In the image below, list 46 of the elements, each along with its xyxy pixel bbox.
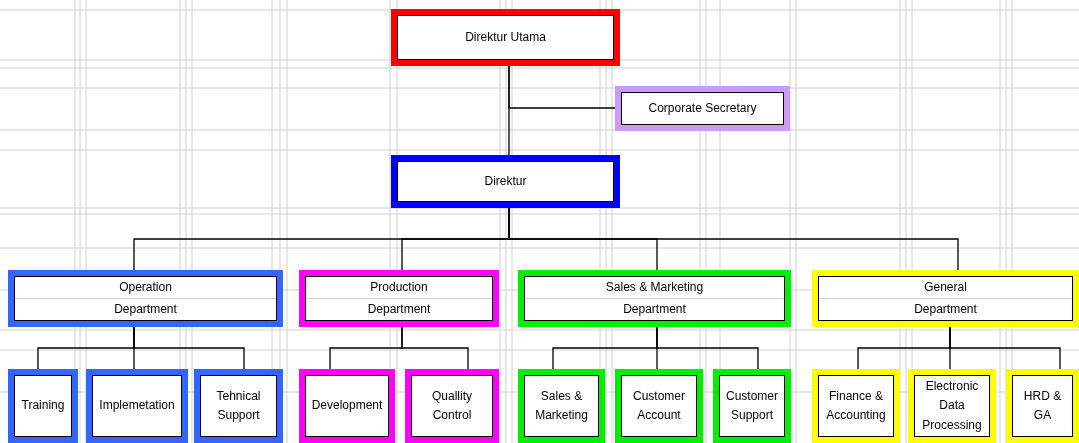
unit-box	[713, 369, 791, 443]
unit-box	[518, 369, 605, 443]
connector-line	[508, 207, 959, 271]
position-box	[391, 155, 620, 208]
department-box	[8, 270, 283, 327]
position-box	[615, 86, 790, 131]
box-title: Customer Account	[632, 387, 686, 424]
department-box	[812, 270, 1079, 327]
connector-line	[401, 326, 469, 370]
box-title: Customer Support	[725, 387, 779, 424]
unit-box	[86, 369, 188, 443]
unit-box	[1006, 369, 1079, 443]
box-title: Tehnical Support	[215, 387, 262, 424]
department-box	[518, 270, 791, 327]
box-title: Training	[20, 397, 66, 415]
box-title: Sales & Marketing	[604, 278, 705, 296]
connector-line	[508, 65, 510, 156]
box-title: Finance & Accounting	[825, 387, 887, 424]
box-title: Corporate Secretary	[647, 99, 758, 117]
box-title: Development	[310, 397, 384, 415]
box-subtitle: Department	[15, 298, 276, 320]
department-box	[299, 270, 499, 327]
unit-box	[405, 369, 499, 443]
box-title: Sales & Marketing	[534, 387, 589, 424]
connector-line	[656, 326, 759, 370]
box-title: Production	[369, 278, 429, 296]
box-title: HRD & GA	[1022, 387, 1063, 424]
box-subtitle: Department	[306, 298, 492, 320]
connector-line	[949, 326, 1061, 370]
unit-box	[8, 369, 78, 443]
box-subtitle: Department	[525, 298, 784, 320]
position-box	[391, 9, 620, 66]
box-subtitle: Department	[819, 298, 1072, 320]
box-title: Quallity Control	[431, 387, 473, 424]
box-title: General	[923, 278, 968, 296]
unit-box	[194, 369, 283, 443]
unit-box	[812, 369, 900, 443]
box-title: Direktur	[483, 172, 528, 190]
box-title: Electronic Data Processing	[921, 378, 983, 434]
box-title: Operation	[118, 278, 173, 296]
box-title: Direktur Utama	[464, 28, 547, 46]
unit-box	[615, 369, 703, 443]
box-title: Implemetation	[98, 397, 176, 415]
unit-box	[908, 369, 996, 443]
unit-box	[299, 369, 395, 443]
connector-line	[133, 326, 245, 370]
